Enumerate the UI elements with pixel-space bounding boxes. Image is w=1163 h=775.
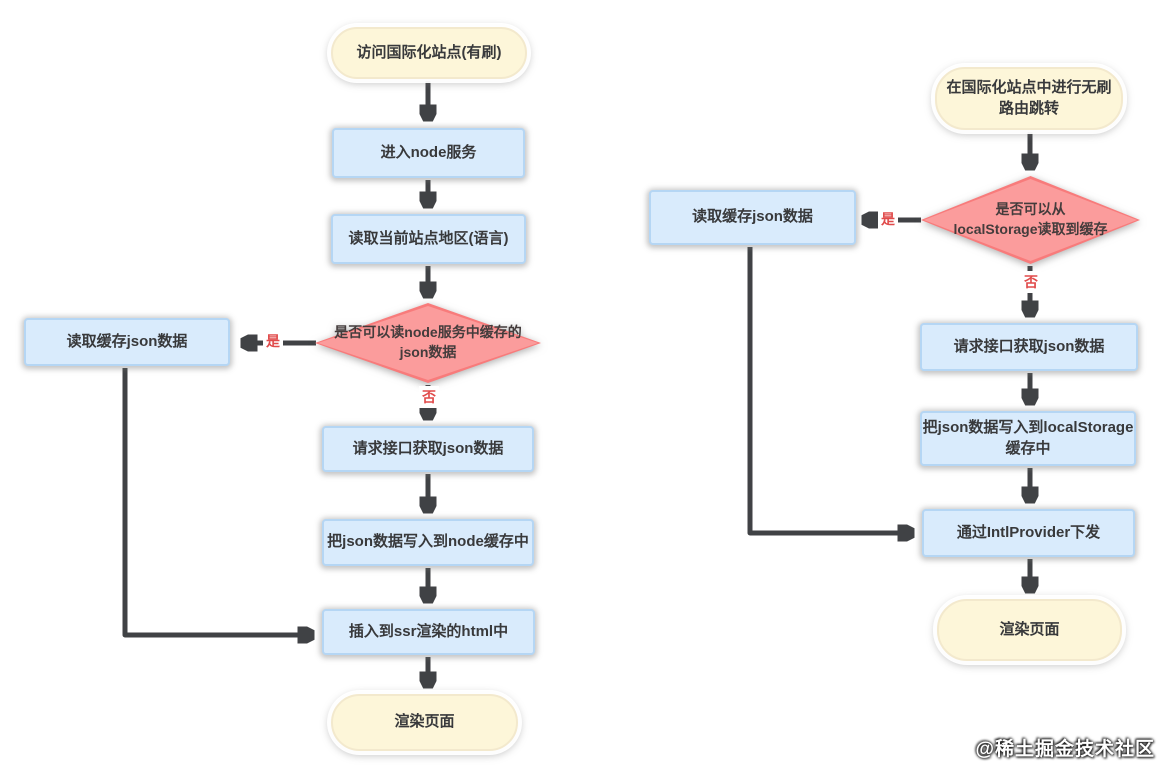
- left-no-label: 否: [419, 386, 439, 408]
- right-no-label: 否: [1021, 271, 1041, 293]
- diamond-label: 是否可以从 localStorage读取到缓存: [953, 201, 1108, 237]
- right-terminal-render-page: 渲染页面: [937, 599, 1122, 661]
- left-process-write-node-cache: 把json数据写入到node缓存中: [322, 519, 534, 566]
- right-process-request-api: 请求接口获取json数据: [920, 323, 1138, 371]
- left-decision-node-cache: 是否可以读node服务中缓存的 json数据: [315, 303, 541, 383]
- arrow-right-readcache-to-provider: [747, 247, 912, 533]
- diamond-label: 是否可以读node服务中缓存的 json数据: [334, 324, 522, 360]
- left-process-enter-node: 进入node服务: [332, 128, 525, 178]
- left-terminal-render-page: 渲染页面: [331, 694, 518, 751]
- right-process-intl-provider: 通过IntlProvider下发: [922, 509, 1135, 557]
- left-process-request-api: 请求接口获取json数据: [322, 426, 534, 472]
- left-start-terminal: 访问国际化站点(有刷): [331, 27, 527, 79]
- left-process-insert-ssr: 插入到ssr渲染的html中: [322, 609, 535, 655]
- right-yes-label: 是: [878, 208, 898, 230]
- right-process-read-cache: 读取缓存json数据: [649, 190, 856, 245]
- left-process-read-cache: 读取缓存json数据: [24, 318, 230, 366]
- right-process-write-localstorage: 把json数据写入到localStorage 缓存中: [920, 411, 1136, 466]
- right-start-terminal: 在国际化站点中进行无刷 路由跳转: [935, 67, 1123, 130]
- left-process-read-locale: 读取当前站点地区(语言): [331, 214, 526, 264]
- right-decision-localstorage: 是否可以从 localStorage读取到缓存: [921, 176, 1140, 264]
- left-yes-label: 是: [263, 330, 283, 352]
- arrow-left-readcache-to-insert: [122, 368, 312, 635]
- watermark: @稀土掘金技术社区: [975, 739, 1155, 760]
